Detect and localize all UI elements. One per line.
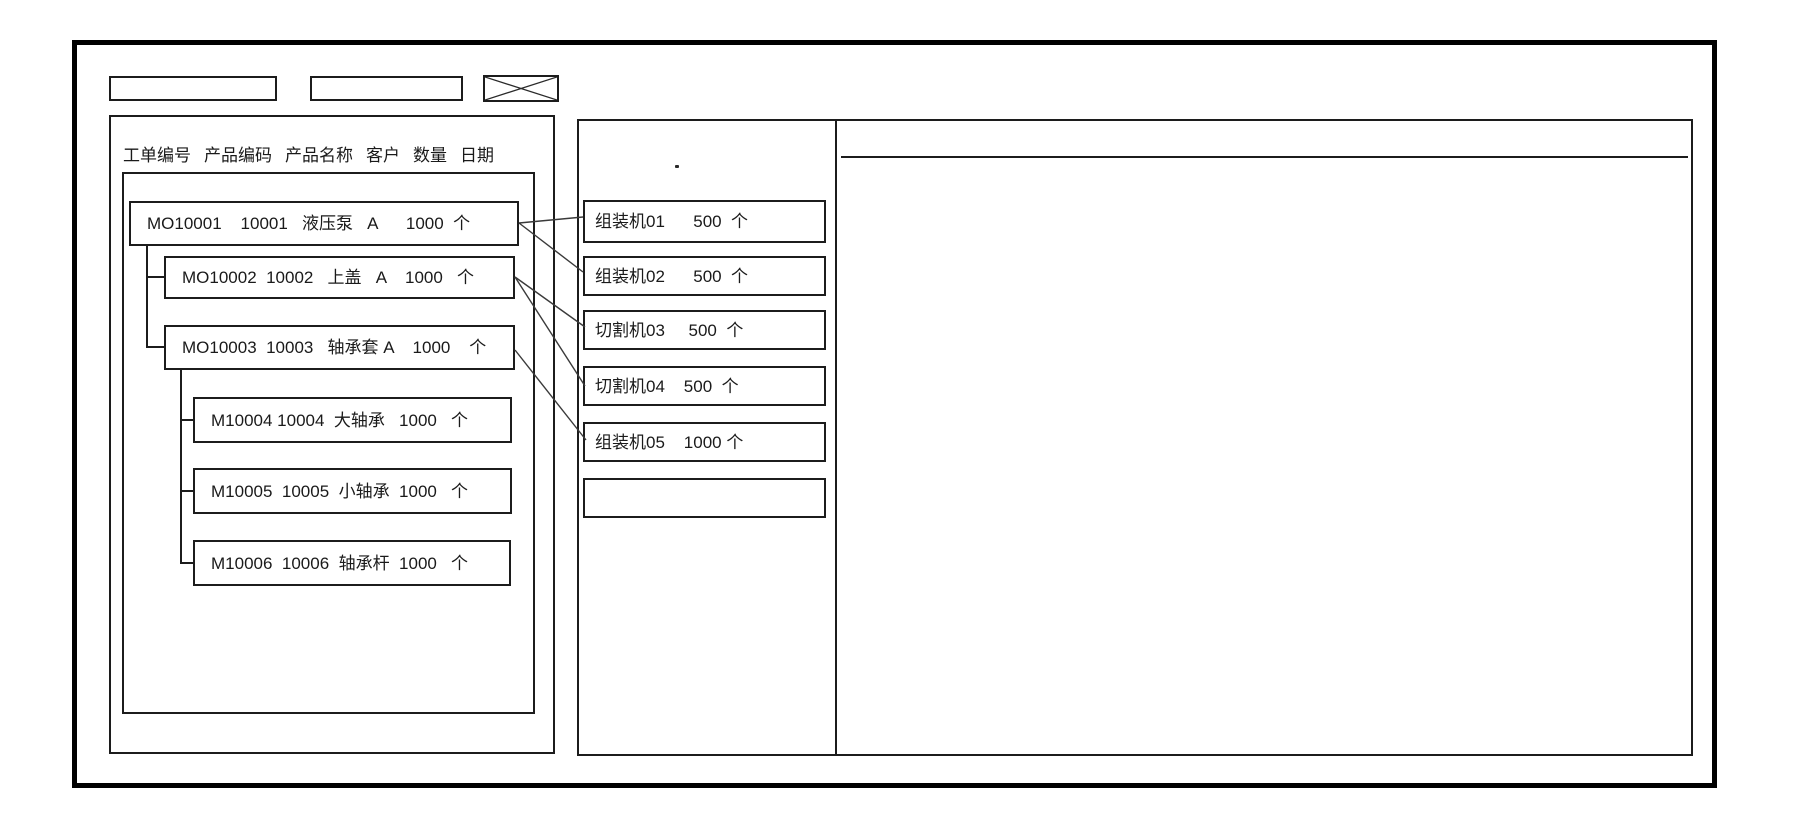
order-node-mo10002[interactable]: MO10002 10002 上盖 A 1000 个 — [164, 256, 515, 299]
machine-item-label: 切割机03 500 个 — [595, 320, 744, 340]
window-frame — [72, 40, 1717, 788]
column-header-date: 日期 — [460, 146, 494, 165]
machine-item-03[interactable]: 切割机03 500 个 — [583, 310, 826, 350]
machine-item-label: 切割机04 500 个 — [595, 376, 739, 396]
machine-item-label: 组装机01 500 个 — [595, 212, 749, 231]
close-button[interactable] — [483, 75, 559, 102]
order-node-mo10001[interactable]: MO10001 10001 液压泵 A 1000 个 — [129, 201, 519, 246]
stray-dot — [675, 165, 679, 168]
order-node-label: M10004 10004 大轴承 1000 个 — [211, 410, 469, 430]
toolbar-field-2[interactable] — [310, 76, 463, 101]
order-node-m10004[interactable]: M10004 10004 大轴承 1000 个 — [193, 397, 512, 443]
machine-item-02[interactable]: 组装机02 500 个 — [583, 256, 826, 296]
detail-panel — [835, 119, 1693, 756]
order-node-mo10003[interactable]: MO10003 10003 轴承套 A 1000 个 — [164, 325, 515, 370]
machine-item-05[interactable]: 组装机05 1000 个 — [583, 422, 826, 462]
order-node-label: MO10001 10001 液压泵 A 1000 个 — [147, 214, 471, 233]
order-node-label: M10006 10006 轴承杆 1000 个 — [211, 553, 469, 573]
detail-panel-header-divider — [841, 156, 1688, 158]
close-x-icon — [484, 76, 558, 101]
order-node-label: M10005 10005 小轴承 1000 个 — [211, 481, 469, 501]
column-header-product-name: 产品名称 — [285, 146, 353, 165]
order-node-label: MO10003 10003 轴承套 A 1000 个 — [182, 338, 487, 357]
order-node-m10005[interactable]: M10005 10005 小轴承 1000 个 — [193, 468, 512, 514]
column-header-row: 工单编号 产品编码 产品名称 客户 数量 日期 — [123, 141, 494, 166]
machine-item-04[interactable]: 切割机04 500 个 — [583, 366, 826, 406]
machine-item-01[interactable]: 组装机01 500 个 — [583, 200, 826, 243]
column-header-qty: 数量 — [413, 146, 447, 165]
column-header-product-code: 产品编码 — [204, 146, 272, 165]
order-node-m10006[interactable]: M10006 10006 轴承杆 1000 个 — [193, 540, 511, 586]
column-header-order-id: 工单编号 — [123, 146, 191, 165]
machine-item-empty[interactable] — [583, 478, 826, 518]
order-node-label: MO10002 10002 上盖 A 1000 个 — [182, 268, 474, 287]
machine-item-label: 组装机05 1000 个 — [595, 432, 744, 452]
toolbar-field-1[interactable] — [109, 76, 277, 101]
column-header-customer: 客户 — [366, 146, 400, 165]
machine-item-label: 组装机02 500 个 — [595, 266, 749, 286]
order-tree-container — [122, 172, 535, 714]
